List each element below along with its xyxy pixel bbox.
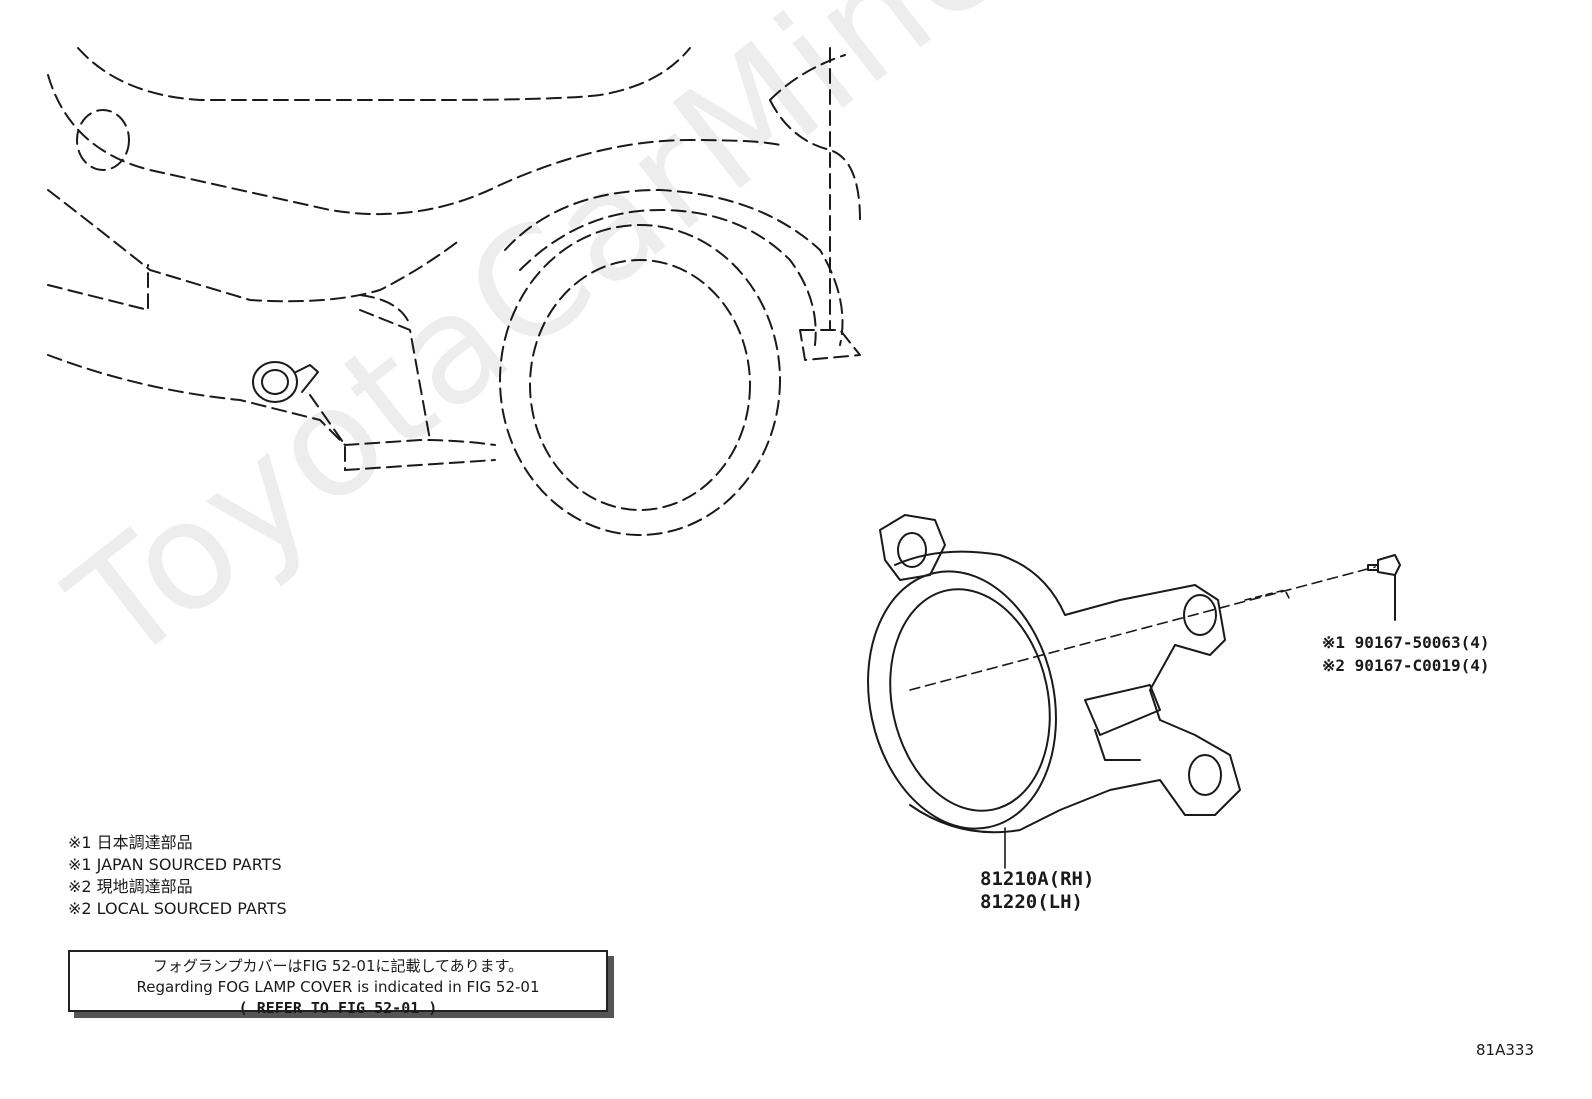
assembly-guide-line [909, 566, 1376, 691]
note-refer-line: ( REFER TO FIG 52-01 ) [238, 999, 438, 1017]
legend-line: ※2 LOCAL SOURCED PARTS [68, 899, 287, 918]
vehicle-front-outline [47, 47, 861, 536]
reference-note-box: フォグランプカバーはFIG 52-01に記載してあります。 Regarding … [68, 950, 608, 1017]
legend-line: ※1 日本調達部品 [68, 833, 193, 852]
legend-line: ※2 現地調達部品 [68, 877, 193, 896]
figure-id: 81A333 [1476, 1041, 1534, 1059]
part-number-lamp-rh: 81210A(RH) [980, 868, 1095, 890]
note-line-jp: フォグランプカバーはFIG 52-01に記載してあります。 [152, 957, 524, 975]
screw [1367, 554, 1401, 621]
fog-lamp-location-on-vehicle [252, 361, 319, 403]
note-line-en: Regarding FOG LAMP COVER is indicated in… [136, 978, 540, 996]
part-number-lamp-lh: 81220(LH) [980, 891, 1083, 913]
fog-lamp-assembly [867, 514, 1241, 834]
sourcing-legend: ※1 日本調達部品 ※1 JAPAN SOURCED PARTS ※2 現地調達… [68, 832, 287, 920]
part-number-screw-1: ※1 90167-50063(4) [1322, 633, 1490, 652]
part-number-screw-2: ※2 90167-C0019(4) [1322, 656, 1490, 675]
legend-line: ※1 JAPAN SOURCED PARTS [68, 855, 282, 874]
